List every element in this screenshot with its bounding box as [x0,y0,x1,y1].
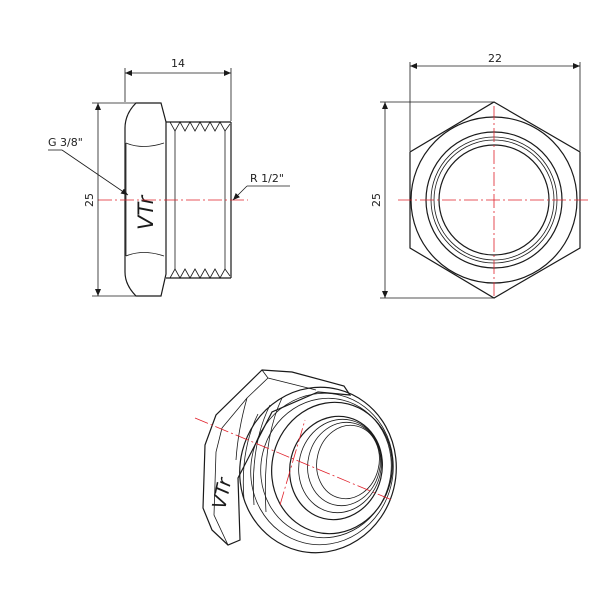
side-thread-crests-bottom [169,268,231,279]
iso-bore-thread-3 [316,424,380,500]
label-outer-thread: R 1/2" [250,172,284,185]
iso-bore-thread-2 [307,421,381,507]
side-view: VTr 14 25 G 3/8" R 1/2" [48,57,290,297]
side-hex-facet-bottom [125,252,165,257]
iso-shank-front-ellipse [239,386,397,554]
dim-22-label: 22 [488,52,502,65]
iso-hex-edge-4 [235,397,248,461]
iso-hex-edge-1 [261,369,317,391]
iso-thread-ring-1 [250,392,394,546]
iso-bore-thread-1 [298,418,382,514]
front-dim-25-label: 25 [370,193,383,207]
dim-14-label: 14 [171,57,185,70]
front-view: 22 25 [370,52,590,299]
iso-view: VTr [194,369,397,554]
front-hex-outline [409,101,581,299]
iso-thread-ring-2 [260,397,392,539]
label-inner-thread: G 3/8" [48,136,83,149]
iso-end-face-outer [271,401,393,535]
iso-bore-outer [289,415,383,521]
dim-25-label: 25 [83,193,96,207]
leader-g-line [61,149,129,196]
iso-hex-outline [202,369,352,546]
iso-thread-crest-arc [242,397,283,513]
side-thread-crests-top [169,121,231,132]
leader-r-line [232,185,248,201]
iso-brand-mark: VTr [208,475,236,511]
iso-hex-edge-3 [213,427,229,546]
iso-centerline-2 [279,419,306,506]
side-hex-facet-top [125,142,165,147]
side-hex-body [124,102,167,297]
